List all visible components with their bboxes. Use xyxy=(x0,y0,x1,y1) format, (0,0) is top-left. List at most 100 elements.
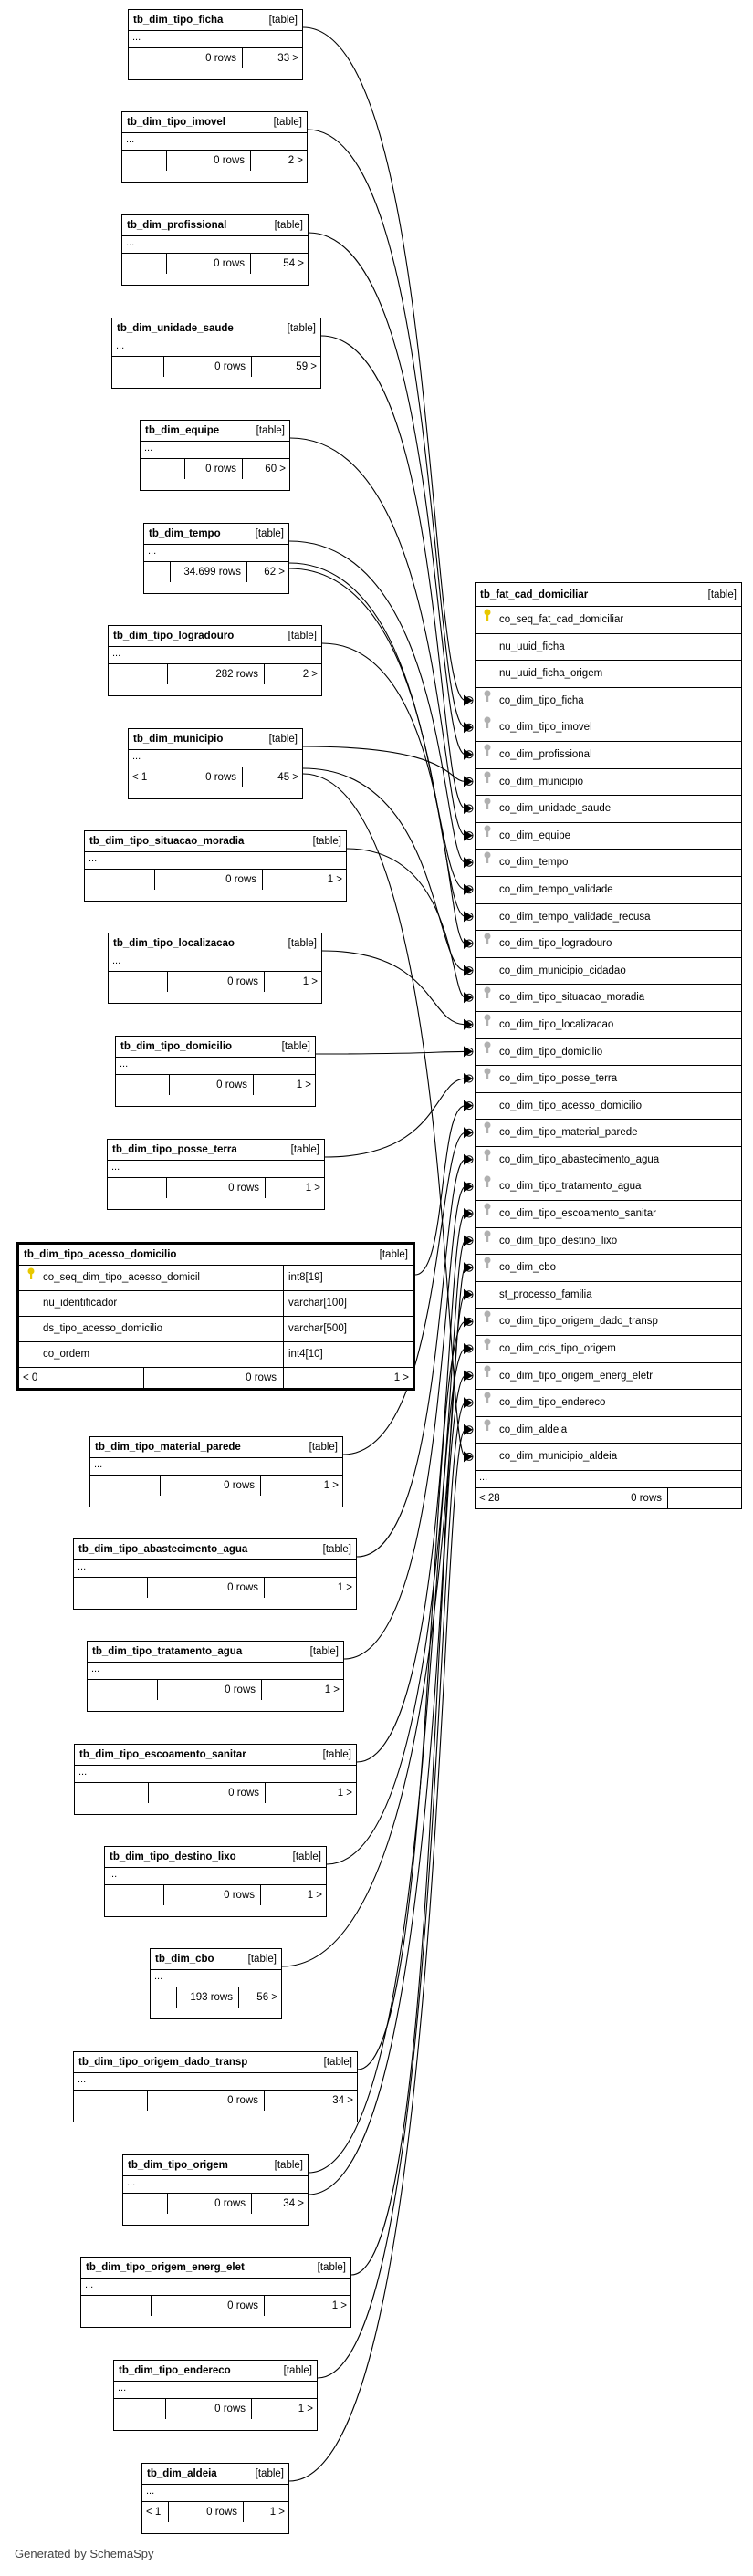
column-row[interactable]: st_processo_familia xyxy=(476,1282,741,1309)
column-row[interactable]: co_seq_fat_cad_domiciliar xyxy=(476,607,741,634)
column-row[interactable]: nu_uuid_ficha_origem xyxy=(476,661,741,688)
table-name[interactable]: tb_dim_tipo_ficha xyxy=(133,15,224,26)
table-name[interactable]: tb_dim_tipo_imovel xyxy=(127,117,225,128)
table-name[interactable]: tb_dim_tipo_origem xyxy=(128,2160,228,2171)
column-row[interactable]: co_dim_municipio xyxy=(476,769,741,797)
child-count[interactable]: 1 > xyxy=(305,1183,320,1194)
column-row[interactable]: co_dim_cbo xyxy=(476,1255,741,1282)
table-header[interactable]: tb_dim_municipio[table] xyxy=(129,729,302,750)
column-row[interactable]: co_dim_tipo_tratamento_agua xyxy=(476,1173,741,1202)
table-header[interactable]: tb_dim_cbo[table] xyxy=(151,1949,281,1970)
table-box[interactable]: tb_dim_tipo_escoamento_sanitar[table]...… xyxy=(74,1744,357,1815)
child-count[interactable]: 59 > xyxy=(296,361,317,372)
child-count[interactable]: 1 > xyxy=(269,2507,285,2518)
table-name[interactable]: tb_dim_tipo_origem_dado_transp xyxy=(78,2057,248,2068)
table-box[interactable]: tb_dim_tipo_origem_energ_elet[table]...0… xyxy=(80,2257,351,2328)
parent-count[interactable]: < 0 xyxy=(23,1372,38,1383)
column-row[interactable]: co_dim_equipe xyxy=(476,823,741,850)
table-name[interactable]: tb_dim_tipo_localizacao xyxy=(113,938,235,949)
child-count[interactable]: 60 > xyxy=(265,464,286,475)
table-header[interactable]: tb_dim_tempo[table] xyxy=(144,524,288,545)
child-count[interactable]: 1 > xyxy=(337,1788,352,1799)
column-row[interactable]: co_dim_tempo_validade_recusa xyxy=(476,904,741,932)
table-name[interactable]: tb_fat_cad_domiciliar xyxy=(480,589,589,600)
column-row[interactable]: co_dim_tipo_origem_dado_transp xyxy=(476,1309,741,1337)
table-name[interactable]: tb_dim_tempo xyxy=(149,528,221,539)
table-box[interactable]: tb_dim_tipo_abastecimento_agua[table]...… xyxy=(73,1538,357,1610)
table-name[interactable]: tb_dim_equipe xyxy=(145,425,220,436)
table-name[interactable]: tb_dim_aldeia xyxy=(147,2468,217,2479)
child-count[interactable]: 1 > xyxy=(298,2404,313,2414)
table-box[interactable]: tb_dim_tipo_logradouro[table]...282 rows… xyxy=(108,625,322,696)
column-row[interactable]: co_dim_municipio_aldeia xyxy=(476,1444,741,1471)
table-header[interactable]: tb_dim_tipo_localizacao[table] xyxy=(109,933,321,954)
table-header[interactable]: tb_dim_tipo_tratamento_agua[table] xyxy=(88,1642,343,1663)
column-row[interactable]: co_dim_tipo_origem_energ_eletr xyxy=(476,1363,741,1391)
table-name[interactable]: tb_dim_tipo_destino_lixo xyxy=(110,1851,236,1862)
table-name[interactable]: tb_dim_tipo_logradouro xyxy=(113,631,235,641)
column-row[interactable]: nu_uuid_ficha xyxy=(476,634,741,662)
table-name[interactable]: tb_dim_tipo_material_parede xyxy=(95,1442,241,1453)
child-count[interactable]: 1 > xyxy=(327,874,342,885)
table-name[interactable]: tb_dim_profissional xyxy=(127,220,227,231)
column-row[interactable]: co_dim_tipo_destino_lixo xyxy=(476,1228,741,1256)
child-count[interactable]: 2 > xyxy=(302,669,318,680)
column-row[interactable]: co_dim_tipo_localizacao xyxy=(476,1012,741,1039)
table-box[interactable]: tb_dim_tipo_material_parede[table]...0 r… xyxy=(89,1436,343,1507)
table-header[interactable]: tb_dim_tipo_origem_dado_transp[table] xyxy=(74,2052,357,2073)
table-header[interactable]: tb_dim_tipo_origem[table] xyxy=(123,2155,308,2176)
table-header[interactable]: tb_dim_tipo_escoamento_sanitar[table] xyxy=(75,1745,356,1766)
selected-table-box[interactable]: tb_dim_tipo_acesso_domicilio[table]co_se… xyxy=(16,1242,415,1391)
parent-count[interactable]: < 28 xyxy=(479,1493,500,1504)
table-name[interactable]: tb_dim_tipo_abastecimento_agua xyxy=(78,1544,248,1555)
table-name[interactable]: tb_dim_unidade_saude xyxy=(117,323,234,334)
child-count[interactable]: 2 > xyxy=(288,155,303,166)
table-header[interactable]: tb_dim_tipo_posse_terra[table] xyxy=(108,1140,324,1161)
table-header[interactable]: tb_dim_equipe[table] xyxy=(141,421,289,442)
column-row[interactable]: co_dim_aldeia xyxy=(476,1417,741,1444)
column-row[interactable]: co_dim_tipo_posse_terra xyxy=(476,1066,741,1093)
table-name[interactable]: tb_dim_tipo_domicilio xyxy=(120,1041,233,1052)
table-box[interactable]: tb_dim_tipo_situacao_moradia[table]...0 … xyxy=(84,830,347,902)
column-row[interactable]: co_dim_tipo_ficha xyxy=(476,688,741,715)
table-header[interactable]: tb_dim_tipo_material_parede[table] xyxy=(90,1437,342,1458)
table-header[interactable]: tb_fat_cad_domiciliar[table] xyxy=(476,583,741,607)
column-row[interactable]: co_dim_tipo_domicilio xyxy=(476,1039,741,1067)
child-count[interactable]: 1 > xyxy=(307,1890,322,1901)
table-box[interactable]: tb_dim_tipo_origem_dado_transp[table]...… xyxy=(73,2051,358,2122)
table-header[interactable]: tb_dim_unidade_saude[table] xyxy=(112,318,320,339)
schemaspy-credit[interactable]: Generated by SchemaSpy xyxy=(15,2547,154,2560)
column-row[interactable]: co_dim_profissional xyxy=(476,742,741,769)
table-name[interactable]: tb_dim_tipo_acesso_domicilio xyxy=(24,1249,177,1260)
column-row[interactable]: co_dim_municipio_cidadao xyxy=(476,958,741,986)
column-row[interactable]: co_dim_tipo_situacao_moradia xyxy=(476,985,741,1012)
table-box[interactable]: tb_dim_tipo_destino_lixo[table]...0 rows… xyxy=(104,1846,327,1917)
column-row[interactable]: co_dim_tipo_endereco xyxy=(476,1390,741,1417)
table-header[interactable]: tb_dim_tipo_destino_lixo[table] xyxy=(105,1847,326,1868)
table-header[interactable]: tb_dim_tipo_situacao_moradia[table] xyxy=(85,831,346,852)
parent-count[interactable]: < 1 xyxy=(132,772,148,783)
column-row[interactable]: co_dim_cds_tipo_origem xyxy=(476,1336,741,1363)
column-row[interactable]: co_dim_tipo_acesso_domicilio xyxy=(476,1093,741,1121)
table-name[interactable]: tb_dim_tipo_escoamento_sanitar xyxy=(79,1749,246,1760)
child-count[interactable]: 62 > xyxy=(264,567,285,578)
child-count[interactable]: 1 > xyxy=(393,1372,409,1383)
central-table-box[interactable]: tb_fat_cad_domiciliar[table]co_seq_fat_c… xyxy=(475,582,742,1509)
table-name[interactable]: tb_dim_tipo_posse_terra xyxy=(112,1144,237,1155)
child-count[interactable]: 1 > xyxy=(323,1480,339,1491)
column-row[interactable]: co_dim_tempo_validade xyxy=(476,877,741,904)
column-row[interactable]: co_dim_unidade_saude xyxy=(476,796,741,823)
child-count[interactable]: 1 > xyxy=(296,1079,311,1090)
table-name[interactable]: tb_dim_tipo_tratamento_agua xyxy=(92,1646,243,1657)
table-name[interactable]: tb_dim_tipo_situacao_moradia xyxy=(89,836,245,847)
